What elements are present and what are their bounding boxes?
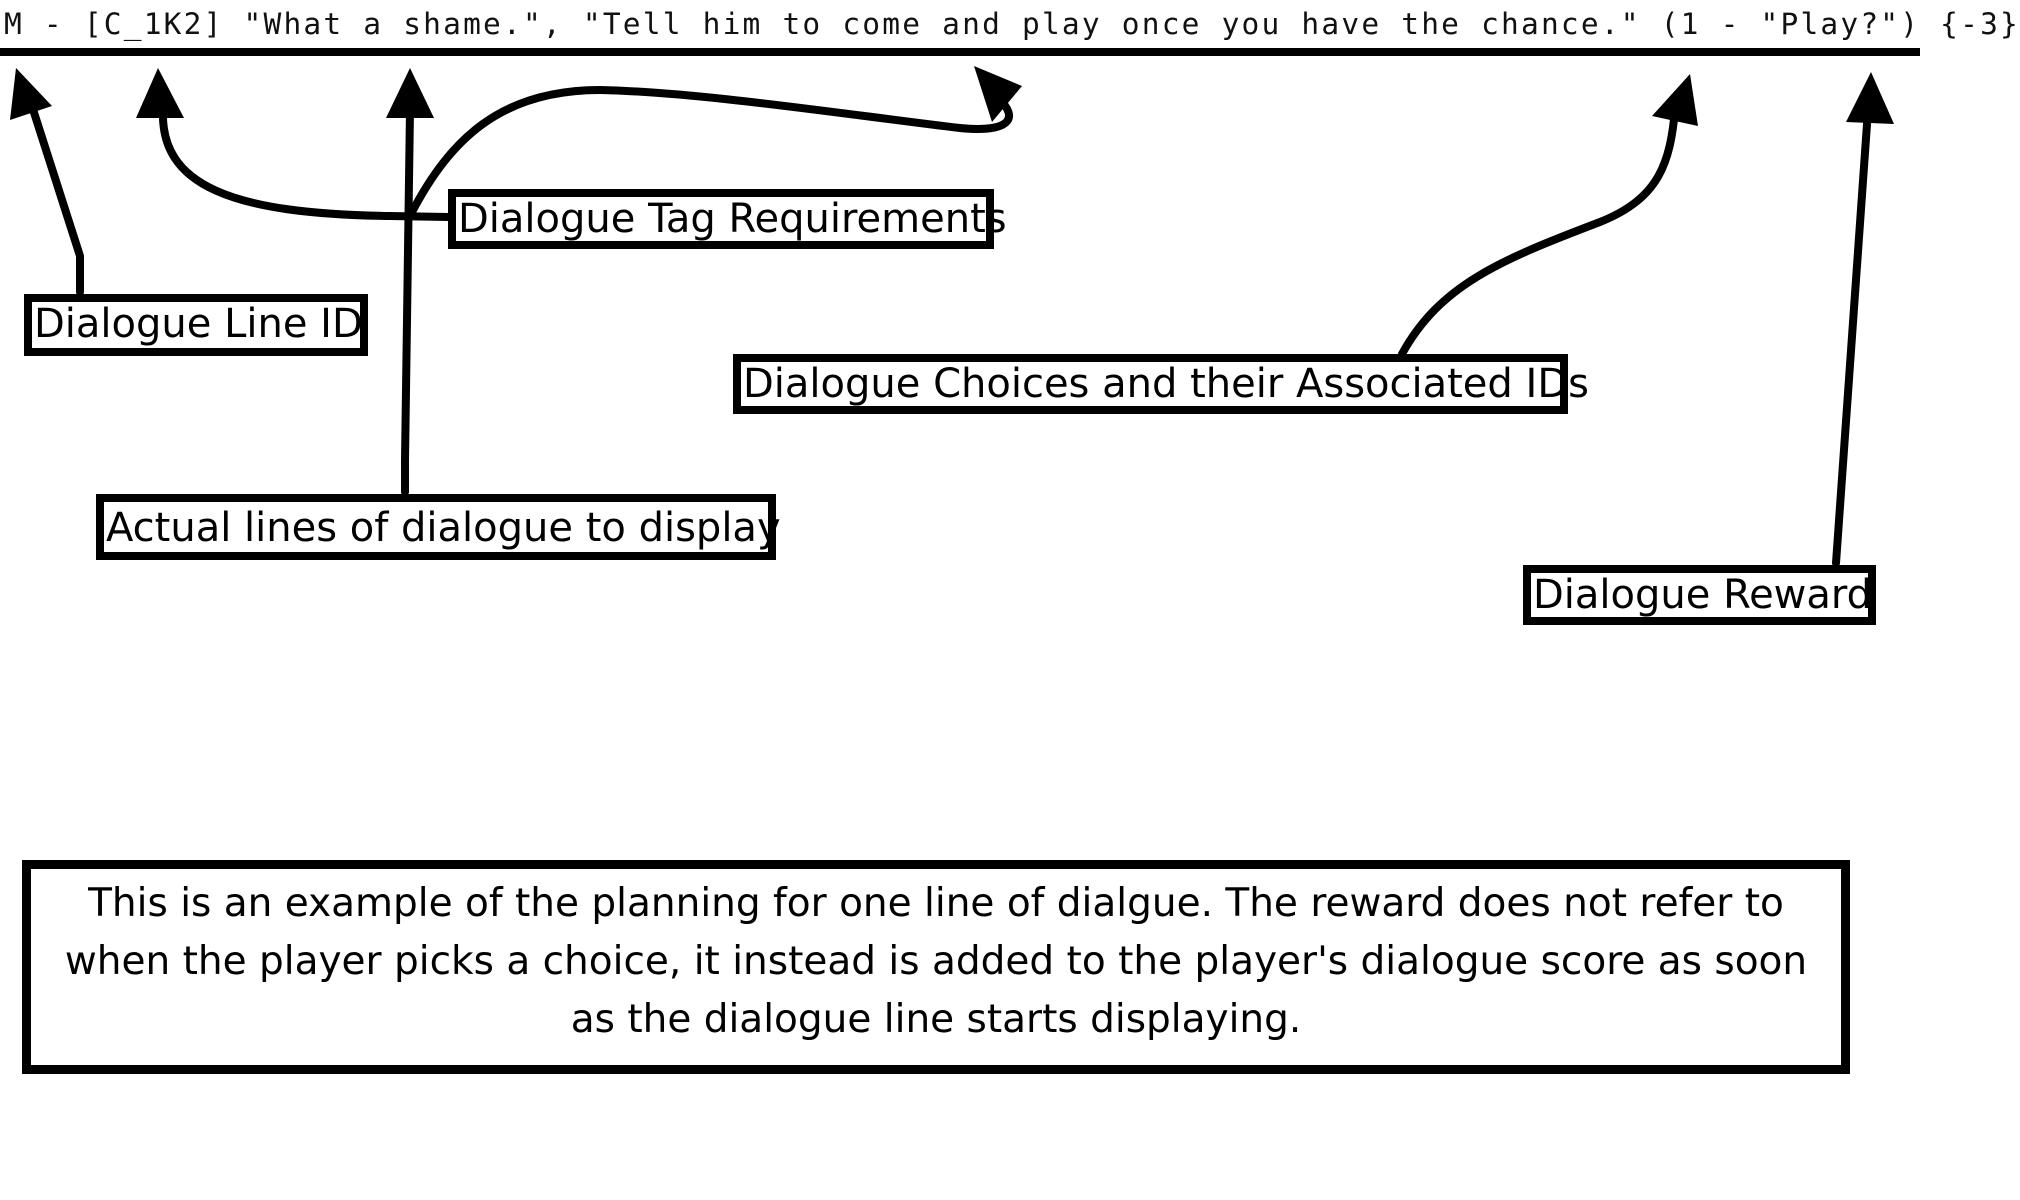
explanation-note: This is an example of the planning for o…: [22, 860, 1850, 1074]
arrowhead-line-id: [10, 68, 52, 120]
label-dialogue-choices: Dialogue Choices and their Associated ID…: [733, 354, 1589, 414]
label-dialogue-tag-requirements: Dialogue Tag Requirements: [448, 189, 1007, 249]
arrow-actual-dialogue: [401, 106, 414, 496]
arrowhead-choices: [1652, 74, 1698, 126]
dialogue-code-line: M - [C_1K2] "What a shame.", "Tell him t…: [4, 7, 2020, 41]
arrowhead-tag-right: [974, 66, 1022, 122]
arrow-tag-right: [408, 86, 1013, 216]
annotation-arrows: [10, 66, 1894, 567]
arrow-reward: [1832, 106, 1872, 567]
arrowhead-tag-left: [136, 68, 184, 118]
label-actual-lines: Actual lines of dialogue to display: [96, 494, 781, 560]
arrowhead-actual-dialogue: [386, 68, 434, 118]
label-dialogue-reward: Dialogue Reward: [1523, 565, 1876, 625]
arrow-choices: [1398, 106, 1679, 358]
label-dialogue-line-id: Dialogue Line ID: [24, 294, 368, 356]
arrow-tag-left: [158, 106, 452, 221]
arrow-line-id: [26, 96, 84, 296]
arrowhead-reward: [1846, 72, 1894, 124]
code-underline: [0, 48, 1920, 56]
